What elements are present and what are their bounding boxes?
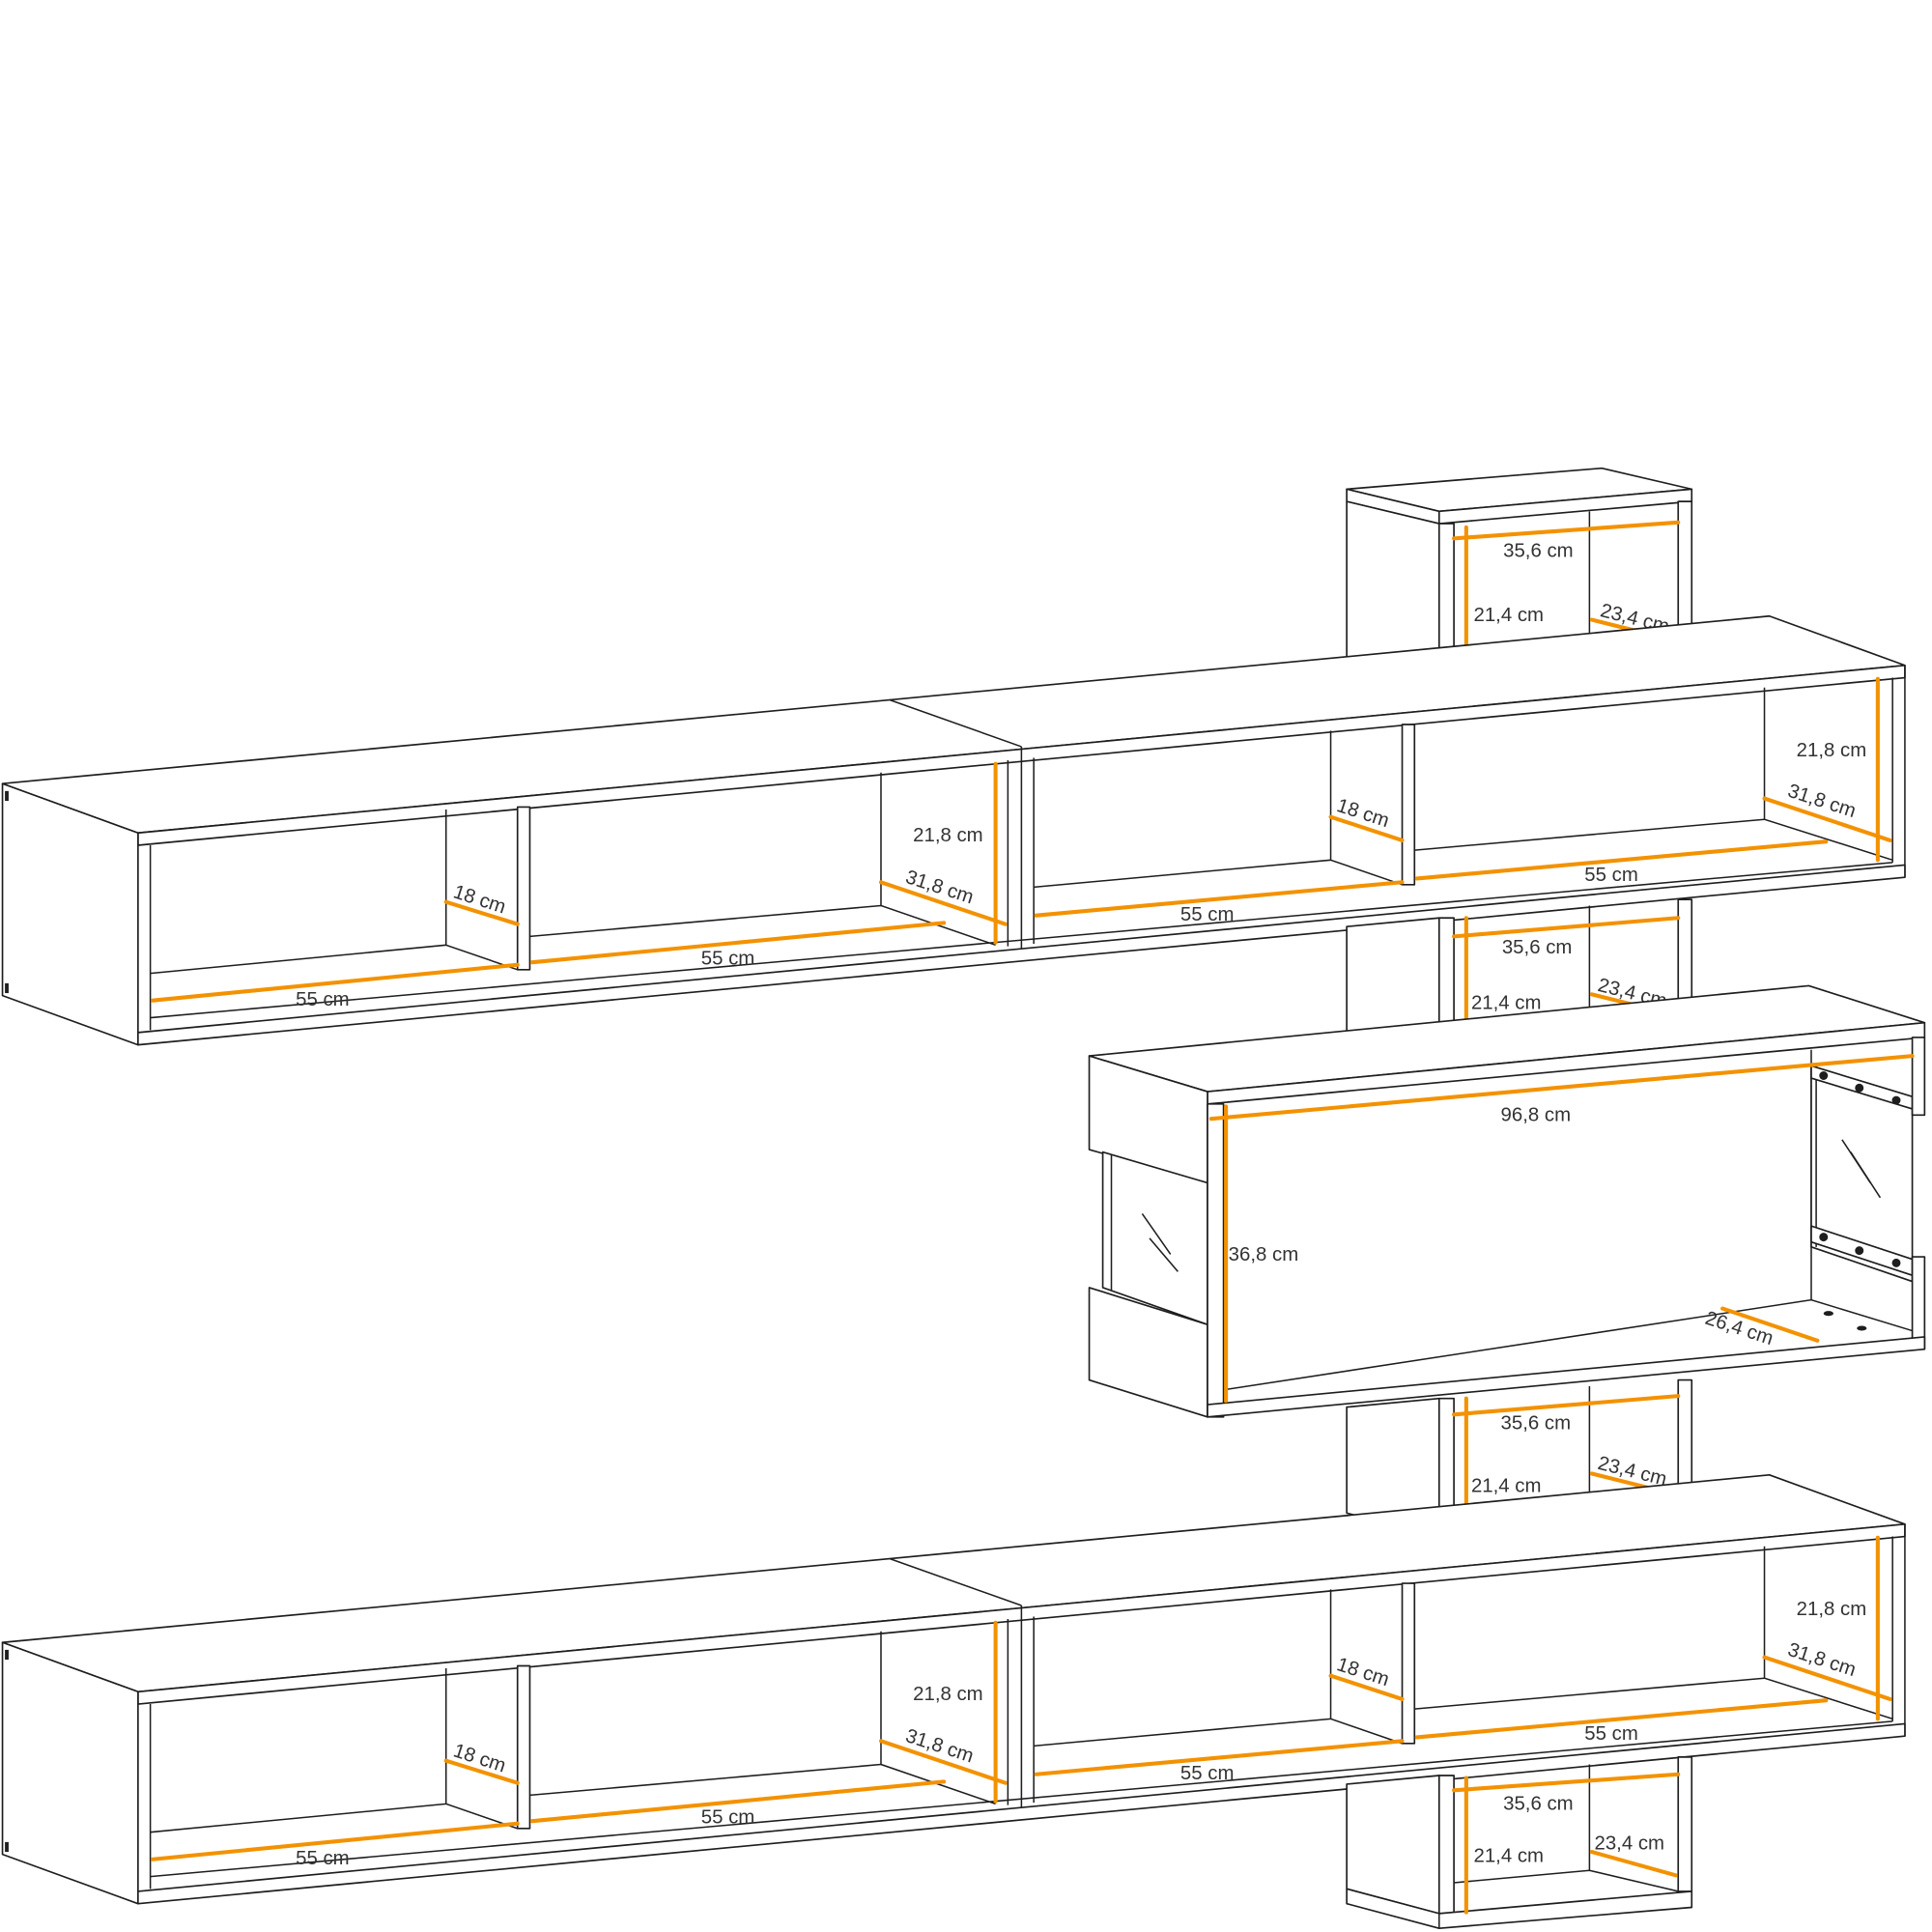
width-label: 55 cm	[296, 1848, 350, 1869]
top-cube: 35,6 cm 21,4 cm 23,4 cm	[1346, 467, 1693, 683]
cube-height-label: 21,4 cm	[1471, 993, 1542, 1014]
width-label: 55 cm	[1180, 1763, 1235, 1784]
lower-shelf: 55 cm 55 cm 18 cm 21,8 cm 31,8 cm 55 cm …	[1, 1473, 1906, 1905]
width-label: 55 cm	[296, 989, 350, 1010]
glass-cabinet: 96,8 cm 36,8 cm 26,4 cm	[1088, 984, 1926, 1418]
width-label: 55 cm	[1180, 904, 1235, 925]
cube-height-label: 21,4 cm	[1471, 1476, 1542, 1497]
width-label: 55 cm	[701, 949, 755, 970]
width-label: 55 cm	[1584, 1723, 1638, 1745]
height-label: 21,8 cm	[913, 825, 983, 846]
cube-width-label: 35,6 cm	[1502, 937, 1573, 958]
height-label: 21,8 cm	[1797, 1599, 1867, 1620]
cabinet-width-label: 96,8 cm	[1501, 1105, 1572, 1126]
cube-depth-label: 23,4 cm	[1595, 1833, 1665, 1855]
cabinet-height-label: 36,8 cm	[1229, 1244, 1299, 1265]
width-label: 55 cm	[701, 1807, 755, 1829]
cube-width-label: 35,6 cm	[1503, 1794, 1574, 1815]
cube-width-label: 35,6 cm	[1503, 541, 1574, 562]
cube-width-label: 35,6 cm	[1501, 1413, 1572, 1435]
width-label: 55 cm	[1584, 865, 1638, 886]
cube-height-label: 21,4 cm	[1474, 1845, 1545, 1866]
height-label: 21,8 cm	[913, 1684, 983, 1705]
bottom-cube: 35,6 cm 21,4 cm 23,4 cm	[1346, 1756, 1693, 1930]
cube-height-label: 21,4 cm	[1474, 605, 1545, 626]
height-label: 21,8 cm	[1797, 740, 1867, 761]
